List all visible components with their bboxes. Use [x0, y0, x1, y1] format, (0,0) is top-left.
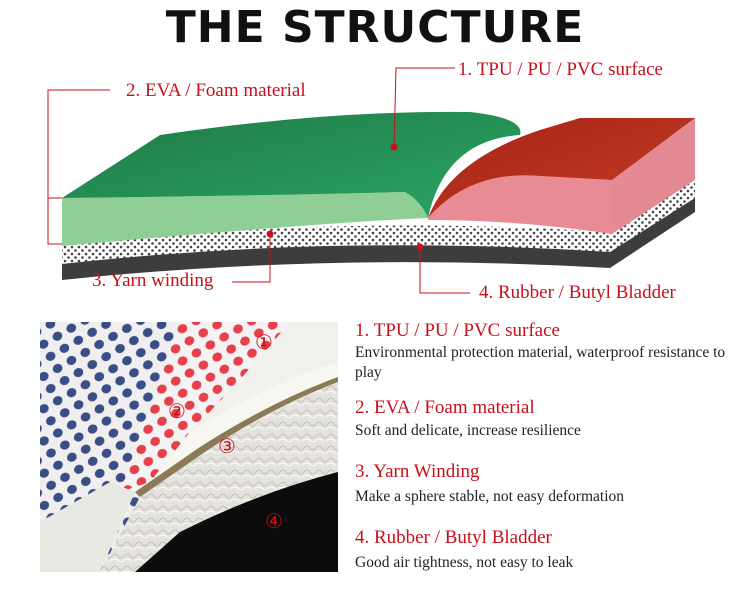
desc-heading-2: 2. EVA / Foam material	[355, 397, 535, 418]
photo-marker-4: ④	[265, 511, 283, 533]
callout-surface: 1. TPU / PU / PVC surface	[458, 59, 663, 80]
desc-text-3: Make a sphere stable, not easy deformati…	[355, 488, 625, 505]
desc-text-1: Environmental protection material, water…	[355, 344, 726, 381]
layer-diagram	[47, 67, 695, 294]
photo-marker-2: ②	[168, 401, 186, 423]
desc-text-2: Soft and delicate, increase resilience	[355, 422, 581, 439]
eva-layer-green	[62, 192, 428, 246]
callout-bladder: 4. Rubber / Butyl Bladder	[479, 282, 676, 303]
side-face	[612, 118, 695, 234]
yarn-layer	[62, 180, 695, 264]
desc-text-4: Good air tightness, not easy to leak	[355, 554, 574, 571]
desc-heading-4: 4. Rubber / Butyl Bladder	[355, 527, 552, 548]
bladder-layer	[62, 196, 695, 280]
desc-heading-3: 3. Yarn Winding	[355, 461, 480, 482]
cross-section-photo: ① ② ③ ④	[40, 322, 338, 572]
photo-marker-3: ③	[218, 436, 236, 458]
page-title: THE STRUCTURE	[165, 2, 585, 53]
callout-yarn: 3. Yarn winding	[92, 270, 214, 291]
surface-green	[62, 111, 521, 218]
eva-layer-pink	[428, 175, 612, 234]
photo-marker-1: ①	[255, 332, 273, 354]
callout-eva: 2. EVA / Foam material	[126, 80, 306, 101]
surface-red	[428, 118, 695, 218]
desc-heading-1: 1. TPU / PU / PVC surface	[355, 320, 560, 341]
